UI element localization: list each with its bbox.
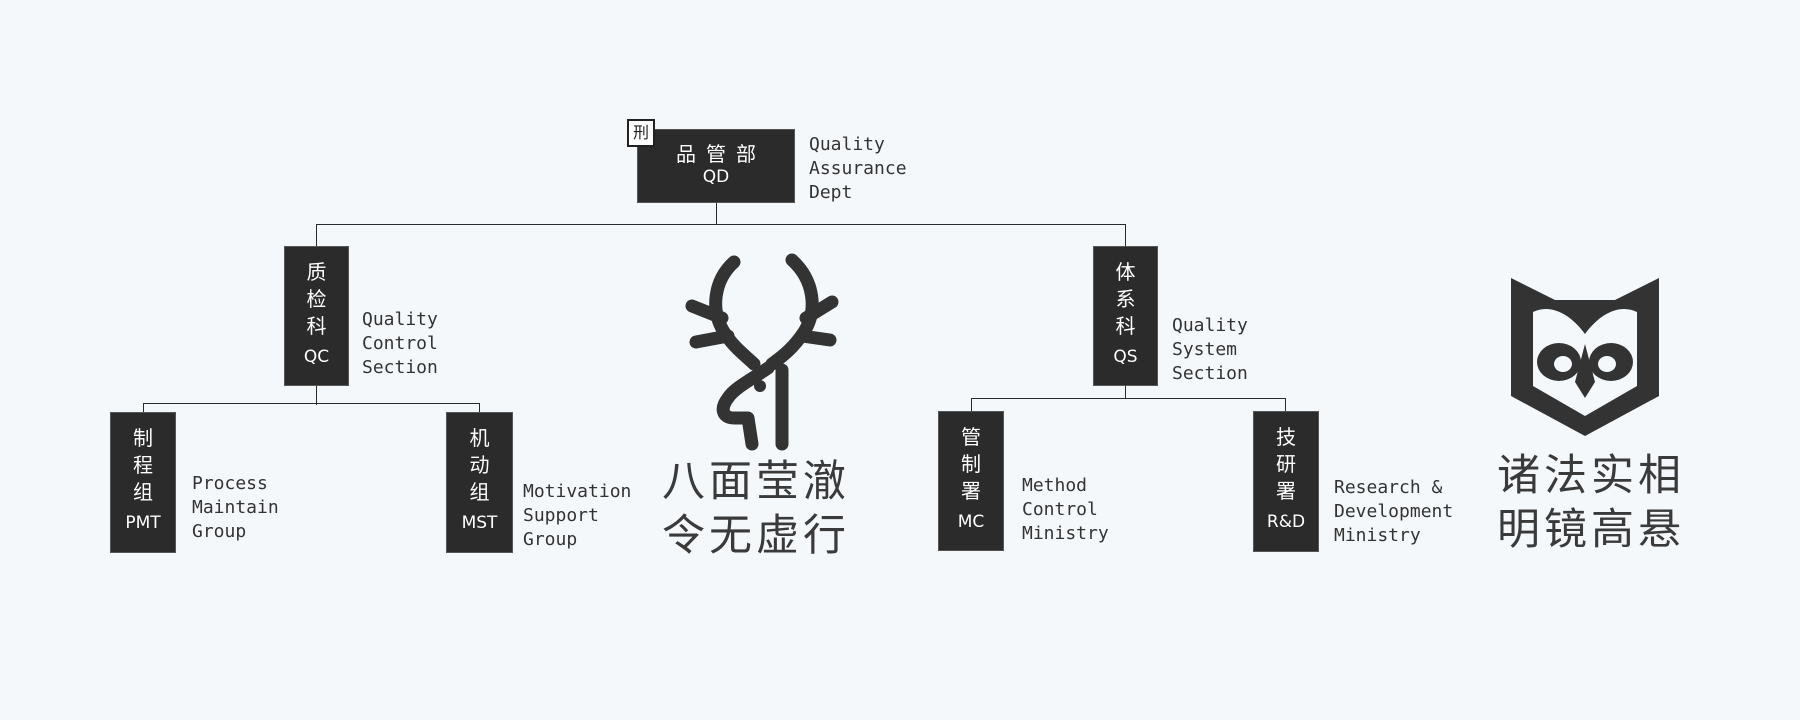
node-qc: 质检科 QC (284, 246, 349, 386)
connector-pmt-up (143, 403, 144, 413)
node-mst-abbr: MST (461, 513, 498, 533)
node-rd: 技研署 R&D (1253, 411, 1319, 552)
owl-icon (1511, 278, 1659, 436)
node-qd-abbr: QD (702, 167, 730, 187)
node-rd-cn: 技研署 (1276, 425, 1296, 503)
node-qc-abbr: QC (303, 347, 330, 367)
connector-root-down (716, 202, 717, 225)
node-mc: 管制署 MC (938, 411, 1004, 551)
node-mc-abbr: MC (957, 512, 985, 532)
node-qs: 体系科 QS (1093, 246, 1158, 386)
poem-right: 诸法实相 明镜高悬 (1497, 451, 1685, 555)
connector-qc-children (143, 403, 480, 404)
node-qs-desc: Quality System Section (1172, 315, 1248, 384)
node-pmt-cn: 制程组 (133, 426, 153, 504)
connector-mc-up (971, 398, 972, 412)
node-pmt-desc: Process Maintain Group (192, 473, 279, 542)
node-pmt: 制程组 PMT (110, 412, 176, 553)
connector-rd-up (1285, 398, 1286, 412)
node-rd-desc: Research & Development Ministry (1334, 477, 1454, 546)
node-qd-desc: Quality Assurance Dept (809, 134, 907, 203)
node-mc-cn: 管制署 (961, 425, 981, 503)
node-pmt-abbr: PMT (125, 513, 161, 533)
connector-qs-children (971, 398, 1286, 399)
node-qc-desc: Quality Control Section (362, 309, 438, 378)
stamp-seal: 刑 (627, 119, 655, 147)
deer-icon (685, 253, 839, 451)
node-qc-cn: 质检科 (306, 260, 327, 338)
node-rd-abbr: R&D (1266, 512, 1306, 532)
connector-qs-up (1125, 224, 1126, 246)
node-mst-cn: 机动组 (469, 426, 490, 504)
node-qs-abbr: QS (1113, 347, 1138, 367)
connector-level1-horizontal (316, 224, 1125, 225)
node-qs-cn: 体系科 (1115, 260, 1136, 338)
node-qd: 品管部 QD (637, 129, 795, 203)
connector-qc-up (316, 224, 317, 246)
connector-mst-up (479, 403, 480, 413)
poem-left: 八面莹澈 令无虚行 (662, 457, 850, 561)
node-qd-cn: 品管部 (676, 142, 766, 166)
node-mc-desc: Method Control Ministry (1022, 475, 1109, 544)
node-mst: 机动组 MST (446, 412, 513, 553)
node-mst-desc: Motivation Support Group (523, 481, 632, 550)
connector-qc-down (316, 385, 317, 405)
connector-qs-down (1125, 385, 1126, 399)
